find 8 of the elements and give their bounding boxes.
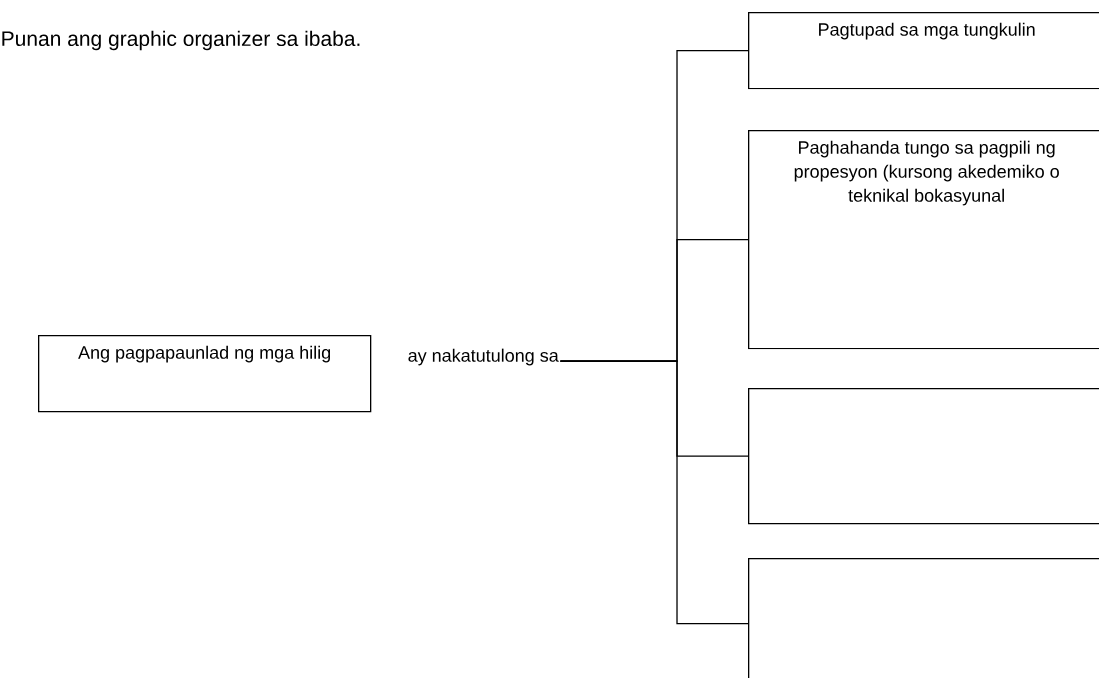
text-box: Ang pagpapaunlad ng mga hilig	[38, 335, 372, 413]
answer-box	[748, 388, 1099, 525]
text-box: Paghahanda tungo sa pagpili ng propesyon (kursong akedemiko o teknikal bokasyunal	[748, 130, 1099, 350]
connector-text: ay nakatutulong sa	[408, 348, 559, 366]
answer-box	[748, 558, 1099, 678]
text-box: Pagtupad sa mga tungkulin	[748, 12, 1099, 90]
connector-line	[559, 360, 749, 625]
instruction-text: Punan ang graphic organizer sa ibaba.	[2, 30, 360, 51]
